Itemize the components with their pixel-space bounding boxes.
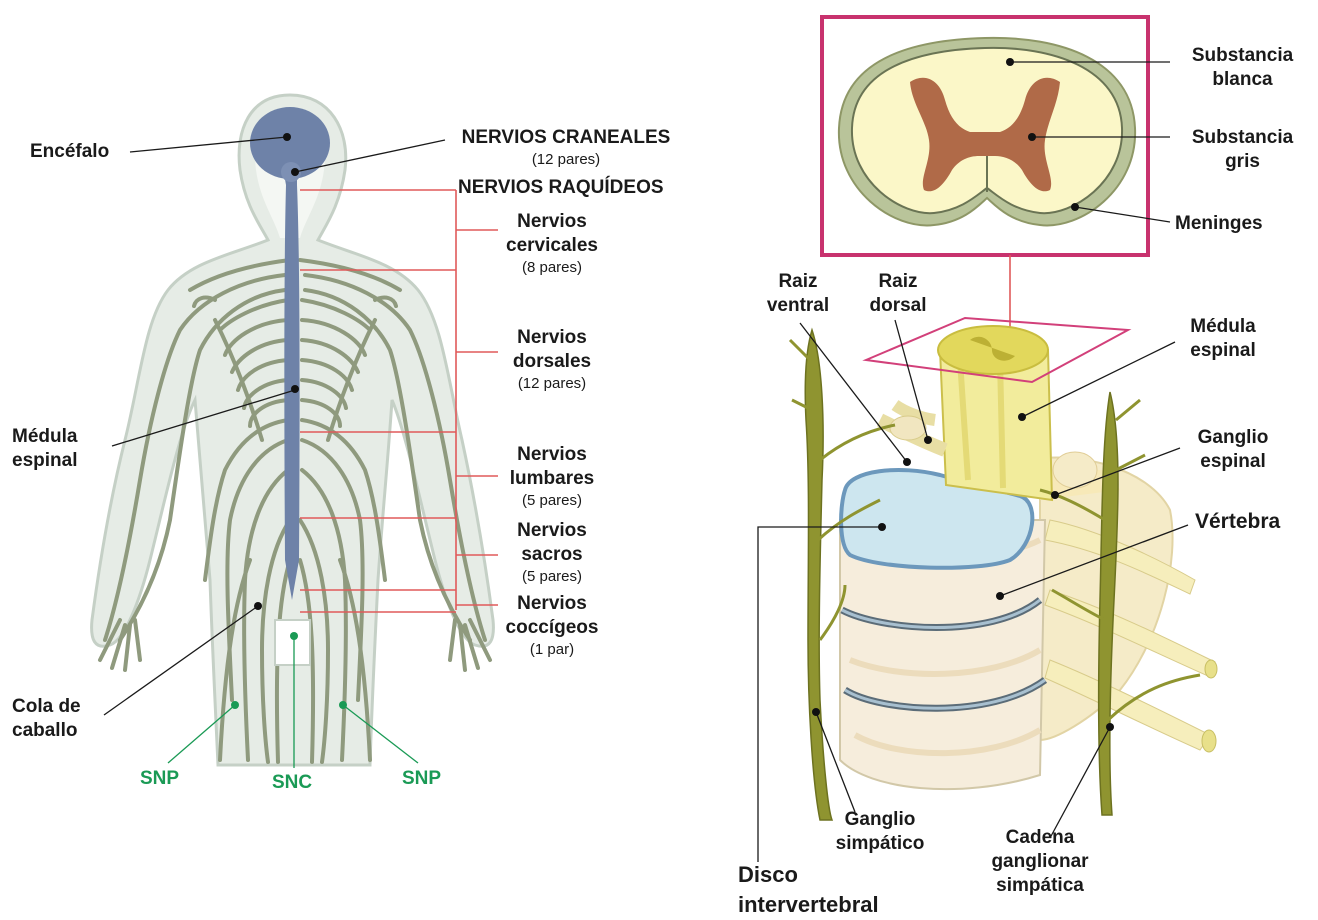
ganglio-espinal-line2: espinal bbox=[1178, 450, 1288, 474]
coccigeos-line2: coccígeos bbox=[492, 616, 612, 640]
label-raiz-ventral: Raiz ventral bbox=[748, 270, 848, 318]
label-cadena-ganglionar: Cadena ganglionar simpática bbox=[975, 826, 1105, 898]
gris-line2: gris bbox=[1170, 150, 1315, 174]
label-vertebra: Vértebra bbox=[1195, 510, 1280, 534]
label-substancia-gris: Substancia gris bbox=[1170, 126, 1315, 174]
medula-right-line1: Médula bbox=[1168, 315, 1278, 339]
lumbares-line2: lumbares bbox=[492, 467, 612, 491]
cola-line1: Cola de bbox=[12, 695, 81, 719]
label-meninges: Meninges bbox=[1175, 212, 1263, 236]
ganglio-simpatico-line1: Ganglio bbox=[815, 808, 945, 832]
label-encefalo: Encéfalo bbox=[30, 140, 109, 164]
coccigeos-count: (1 par) bbox=[492, 640, 612, 660]
blanca-line1: Substancia bbox=[1170, 44, 1315, 68]
coccigeos-line1: Nervios bbox=[492, 592, 612, 616]
cervicales-line1: Nervios bbox=[492, 210, 612, 234]
label-nervios-dorsales: Nervios dorsales (12 pares) bbox=[492, 326, 612, 394]
label-nervios-sacros: Nervios sacros (5 pares) bbox=[492, 519, 612, 587]
gris-line1: Substancia bbox=[1170, 126, 1315, 150]
sacros-count: (5 pares) bbox=[492, 567, 612, 587]
label-raiz-dorsal: Raiz dorsal bbox=[848, 270, 948, 318]
ventral-line2: ventral bbox=[748, 294, 848, 318]
cadena-line1: Cadena bbox=[975, 826, 1105, 850]
cola-line2: caballo bbox=[12, 719, 81, 743]
disco-line1: Disco bbox=[738, 860, 879, 890]
label-medula-espinal-left: Médula espinal bbox=[12, 425, 77, 473]
blanca-line2: blanca bbox=[1170, 68, 1315, 92]
medula-right-line2: espinal bbox=[1168, 339, 1278, 363]
medula-left-line2: espinal bbox=[12, 449, 77, 473]
dorsales-count: (12 pares) bbox=[492, 374, 612, 394]
lumbares-line1: Nervios bbox=[492, 443, 612, 467]
label-snp-right: SNP bbox=[402, 767, 441, 791]
disco-line2: intervertebral bbox=[738, 890, 879, 920]
vertebra-drawing bbox=[840, 457, 1217, 789]
dorsales-line2: dorsales bbox=[492, 350, 612, 374]
label-snc: SNC bbox=[272, 771, 312, 795]
ganglio-simpatico-line2: simpático bbox=[815, 832, 945, 856]
sacros-line1: Nervios bbox=[492, 519, 612, 543]
label-nervios-coccigeos: Nervios coccígeos (1 par) bbox=[492, 592, 612, 660]
lumbares-count: (5 pares) bbox=[492, 491, 612, 511]
label-nervios-lumbares: Nervios lumbares (5 pares) bbox=[492, 443, 612, 511]
dorsal-line1: Raiz bbox=[848, 270, 948, 294]
cadena-line3: simpática bbox=[975, 874, 1105, 898]
dorsal-line2: dorsal bbox=[848, 294, 948, 318]
sacros-line2: sacros bbox=[492, 543, 612, 567]
label-disco-intervertebral: Disco intervertebral bbox=[738, 860, 879, 920]
label-medula-espinal-right: Médula espinal bbox=[1168, 315, 1278, 363]
dorsales-line1: Nervios bbox=[492, 326, 612, 350]
label-cola-de-caballo: Cola de caballo bbox=[12, 695, 81, 743]
cervicales-line2: cervicales bbox=[492, 234, 612, 258]
medula-left-line1: Médula bbox=[12, 425, 77, 449]
nervios-craneales-title: NERVIOS CRANEALES bbox=[462, 127, 671, 148]
label-ganglio-espinal: Ganglio espinal bbox=[1178, 426, 1288, 474]
cadena-line2: ganglionar bbox=[975, 850, 1105, 874]
label-nervios-raquideos: NERVIOS RAQUÍDEOS bbox=[458, 176, 664, 200]
label-substancia-blanca: Substancia blanca bbox=[1170, 44, 1315, 92]
label-snp-left: SNP bbox=[140, 767, 179, 791]
ventral-line1: Raiz bbox=[748, 270, 848, 294]
label-nervios-craneales: NERVIOS CRANEALES (12 pares) bbox=[446, 126, 686, 170]
label-ganglio-simpatico: Ganglio simpático bbox=[815, 808, 945, 856]
ganglio-espinal-line1: Ganglio bbox=[1178, 426, 1288, 450]
label-nervios-cervicales: Nervios cervicales (8 pares) bbox=[492, 210, 612, 278]
cervicales-count: (8 pares) bbox=[492, 258, 612, 278]
nervios-craneales-count: (12 pares) bbox=[446, 150, 686, 170]
